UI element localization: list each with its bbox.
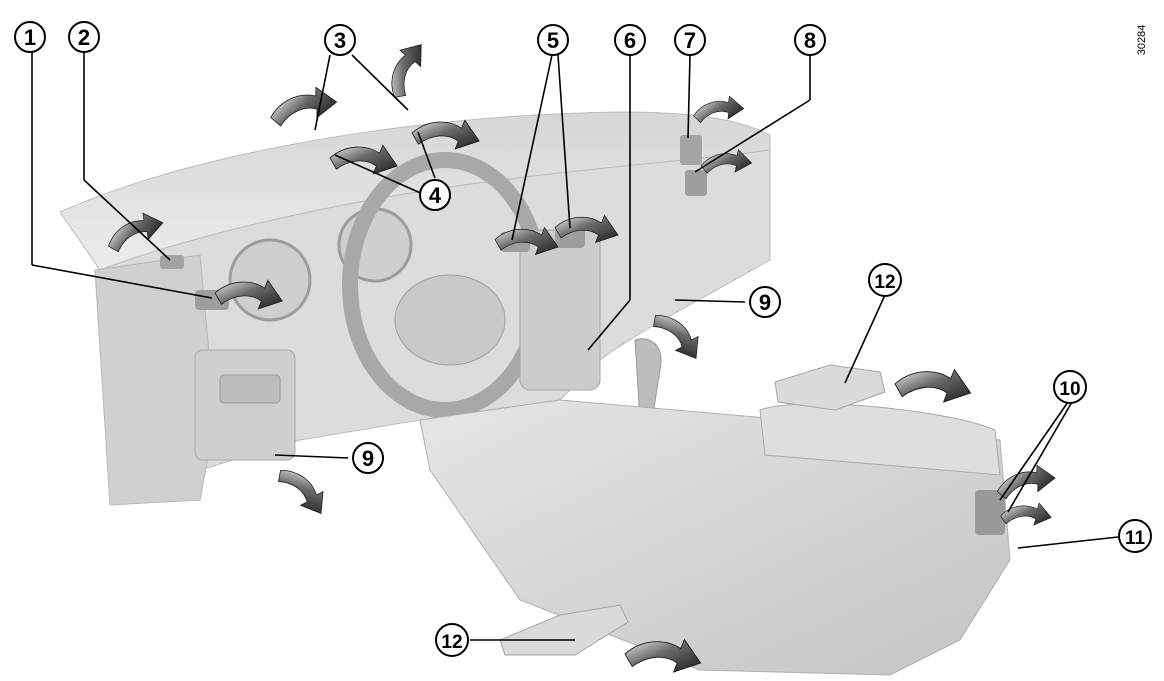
callout-8: 8	[794, 24, 826, 56]
callout-11: 11	[1118, 519, 1152, 553]
callout-3-label: 3	[334, 28, 346, 53]
callout-9-lower: 9	[352, 442, 384, 474]
callout-4: 4	[419, 179, 451, 211]
centre-console	[419, 399, 1011, 676]
callout-7: 7	[674, 24, 706, 56]
callout-12-upper: 12	[868, 263, 902, 297]
callout-11-label: 11	[1125, 528, 1146, 549]
callout-9-upper: 9	[749, 286, 781, 318]
right-demist-vent	[685, 170, 707, 196]
callout-9-lower-label: 9	[362, 446, 374, 471]
callout-12-lower-label: 12	[441, 632, 462, 653]
center-stack	[519, 229, 601, 391]
airflow-arrow-icon	[265, 82, 340, 133]
callout-6: 6	[614, 24, 646, 56]
left-demist-vent	[160, 255, 184, 269]
prm-switch-block	[219, 374, 281, 404]
callout-5: 5	[537, 24, 569, 56]
callout-7-label: 7	[684, 28, 696, 53]
reference-code: 30284	[1136, 25, 1148, 56]
steering-wheel-hub	[394, 274, 506, 366]
callout-10: 10	[1053, 370, 1087, 404]
instrument-gauge-left	[228, 238, 312, 322]
airflow-arrow-icon	[894, 369, 972, 403]
callout-12-upper-label: 12	[874, 272, 895, 293]
rear-console-vent	[975, 490, 1005, 535]
callout-2: 2	[68, 21, 100, 53]
callout-1: 1	[14, 21, 46, 53]
callout-1-label: 1	[24, 25, 36, 50]
callout-6-label: 6	[624, 28, 636, 53]
rear-floor-vent-12-upper	[774, 364, 886, 411]
callout-4-label: 4	[429, 183, 442, 208]
callout-8-label: 8	[804, 28, 816, 53]
callout-5-label: 5	[547, 28, 559, 53]
callout-9-upper-label: 9	[759, 290, 771, 315]
callout-2-label: 2	[78, 25, 90, 50]
dashboard-illustration	[59, 111, 1011, 676]
right-side-vent	[680, 135, 702, 165]
callout-12-lower: 12	[435, 623, 469, 657]
airflow-arrow-icon	[271, 461, 334, 520]
callout-10-label: 10	[1059, 379, 1080, 400]
callout-3: 3	[324, 24, 356, 56]
rear-floor-vent-12-lower	[499, 604, 629, 656]
glovebox-lower-panel	[194, 349, 296, 461]
leader-lines	[31, 50, 1119, 641]
